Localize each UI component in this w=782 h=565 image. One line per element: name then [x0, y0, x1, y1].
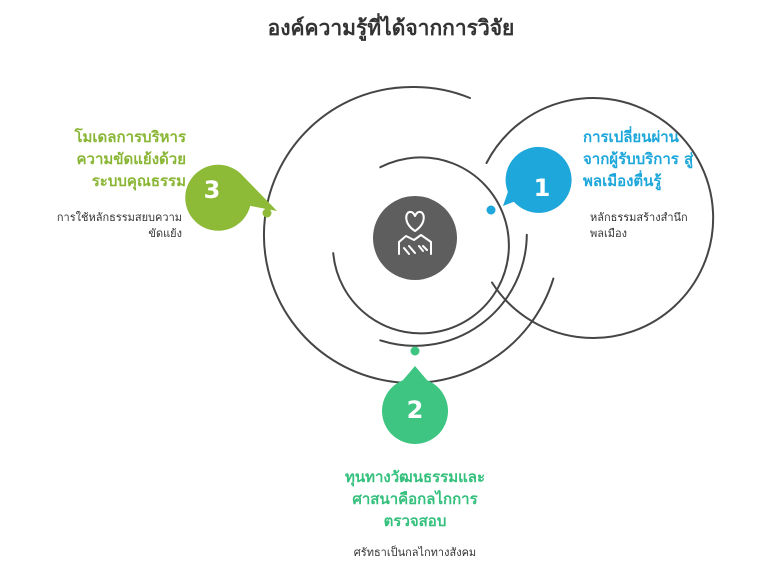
item-2-number: 2 — [406, 396, 424, 424]
third-ring-arc — [485, 97, 715, 339]
item-1-heading: การเปลี่ยนผ่าน จากผู้รับบริการ สู่ พลเมื… — [583, 128, 694, 190]
item-1-description: หลักธรรมสร้างสำนึก พลเมือง — [590, 211, 688, 240]
item-3-badge-shape — [185, 164, 277, 231]
item-1-dot — [486, 205, 496, 215]
item-3-number: 3 — [203, 176, 221, 204]
item-2-badge-shape — [382, 366, 449, 445]
item-3-heading: โมเดลการบริหาร ความขัดแย้งด้วย ระบบคุณธร… — [74, 128, 186, 190]
item-2-description: ศรัทธาเป็นกลไกทางสังคม — [353, 546, 477, 559]
item-1-number: 1 — [533, 174, 551, 202]
item-2-heading: ทุนทางวัฒนธรรมและ ศาสนาคือกลไกการ ตรวจสอ… — [344, 468, 486, 530]
item-2-dot — [410, 346, 420, 356]
orbit-rings — [262, 85, 715, 384]
heart-handshake-icon — [398, 211, 432, 255]
item-1-badge-shape — [503, 146, 572, 213]
inner-ring-arc — [332, 156, 510, 335]
item-3-description: การใช้หลักธรรมสยบความ ขัดแย้ง — [56, 211, 182, 240]
diagram-title: องค์ความรู้ที่ได้จากการวิจัย — [267, 16, 515, 40]
center-circle — [373, 196, 457, 280]
outer-ring-arc — [262, 85, 555, 384]
second-ring-arc — [379, 233, 528, 347]
item-3-dot — [262, 208, 272, 218]
